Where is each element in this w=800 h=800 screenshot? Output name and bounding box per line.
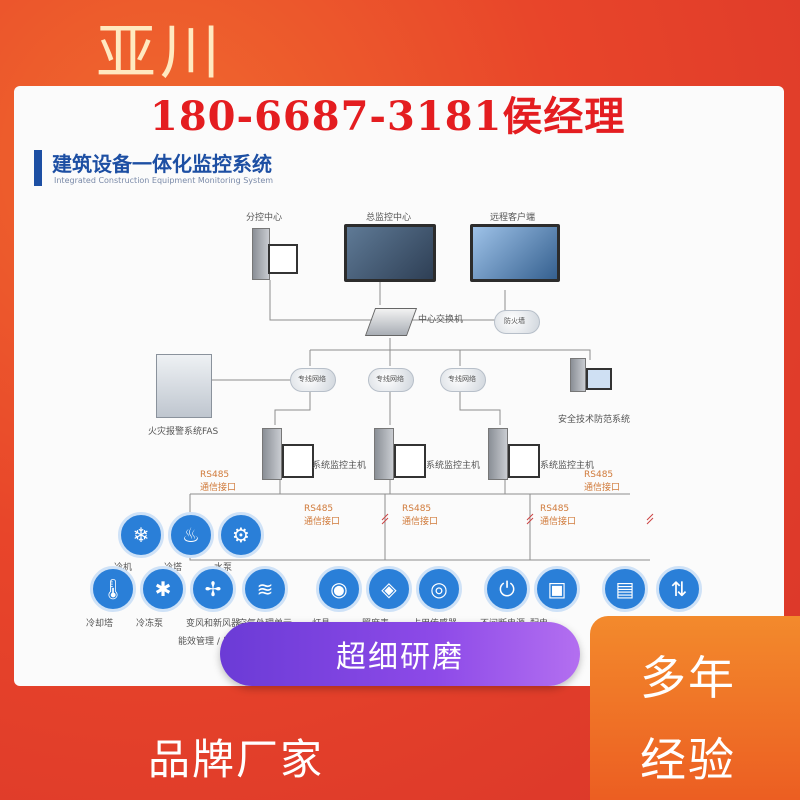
- main-center-label: 总监控中心: [366, 213, 412, 223]
- power-icon: ⏻: [484, 566, 530, 612]
- cooling-tower-icon: ♨: [168, 512, 214, 558]
- host3-link: [459, 392, 501, 425]
- device-label: 变风和新风器: [186, 619, 241, 629]
- host-3-screen: [508, 444, 540, 478]
- host-3-label: 系统监控主机: [540, 461, 595, 471]
- fire-alarm-label: 火灾报警系统FAS: [148, 427, 219, 437]
- air-flow-icon: ≋: [242, 566, 288, 612]
- signal-icon: ◎: [416, 566, 462, 612]
- host-1-label: 系统监控主机: [312, 461, 367, 471]
- host-2-label: 系统监控主机: [426, 461, 481, 471]
- cloud-1: [290, 368, 336, 392]
- footer-label: 能效管理 / 用能计量: [178, 637, 259, 647]
- port-label-2: 通信接口: [304, 517, 341, 527]
- device-bus-drops: [384, 494, 531, 560]
- port-label-4: 通信接口: [540, 517, 577, 527]
- host-bus-drops: [279, 478, 506, 494]
- brand-name: 亚川: [96, 18, 224, 88]
- cloud-3-label: 专线网络: [448, 375, 476, 383]
- pump-icon: ⚙: [218, 512, 264, 558]
- port-label-3: 通信接口: [402, 517, 439, 527]
- firewall-label: 防火墙: [504, 317, 525, 325]
- chiller-icon: ❄: [118, 512, 164, 558]
- bottom-left-slogan: 品牌厂家: [148, 735, 325, 784]
- bulb-icon: ◉: [316, 566, 362, 612]
- promo-banner: 超细研磨: [220, 622, 580, 686]
- remote-client-label: 远程客户端: [490, 213, 536, 223]
- host1-link: [274, 392, 311, 425]
- core-switch-label: 中心交换机: [418, 315, 464, 325]
- rs485-label-3: RS485: [402, 504, 432, 514]
- security-screen: [586, 368, 612, 390]
- cloud-2-label: 专线网络: [376, 375, 404, 383]
- host-1-tower: [262, 428, 282, 480]
- security-label: 安全技术防范系统: [558, 415, 631, 425]
- fan-icon: ✢: [190, 566, 236, 612]
- diagram-subtitle: Integrated Construction Equipment Monito…: [54, 176, 274, 185]
- chart-monitor-icon: ▤: [602, 566, 648, 612]
- title-accent-bar: [34, 150, 42, 186]
- thermometer-icon: 🌡: [90, 566, 136, 612]
- rs485-label-5: RS485: [584, 470, 614, 480]
- device-label: 冷冻泵: [136, 619, 164, 629]
- snowflake-icon: ✱: [140, 566, 186, 612]
- host-2-tower: [374, 428, 394, 480]
- contact-phone: 180-6687-3181侯经理: [150, 93, 626, 140]
- remote-client-screen: [470, 224, 560, 282]
- sub-center-label: 分控中心: [246, 213, 283, 223]
- cloud-bus-line: [310, 349, 591, 360]
- right-promo-panel: [590, 616, 800, 800]
- light-sensor-icon: ◈: [366, 566, 412, 612]
- port-label-1: 通信接口: [200, 483, 237, 493]
- right-slogan-bottom: 经验: [640, 733, 736, 787]
- elevator-icon: ⇅: [656, 566, 702, 612]
- fire-alarm-cabinet: [156, 354, 212, 418]
- rs485-label-4: RS485: [540, 504, 570, 514]
- rs485-label-2: RS485: [304, 504, 334, 514]
- device-label: 冷却塔: [86, 619, 114, 629]
- security-tower: [570, 358, 586, 392]
- meter-icon: ▣: [534, 566, 580, 612]
- host-3-tower: [488, 428, 508, 480]
- host-2-screen: [394, 444, 426, 478]
- port-label-5: 通信接口: [584, 483, 621, 493]
- main-center-video-wall: [344, 224, 436, 282]
- host-1-screen: [282, 444, 314, 478]
- cloud-3: [440, 368, 486, 392]
- cloud-2: [368, 368, 414, 392]
- diagram-title: 建筑设备一体化监控系统: [52, 152, 272, 176]
- rs485-label-1: RS485: [200, 470, 230, 480]
- right-slogan-top: 多年: [640, 651, 736, 705]
- firewall-cloud: [494, 310, 540, 334]
- sub-center-screen: [268, 244, 298, 274]
- cloud-drops: [309, 350, 461, 366]
- cloud-1-label: 专线网络: [298, 375, 326, 383]
- bus-breaks: [381, 513, 654, 525]
